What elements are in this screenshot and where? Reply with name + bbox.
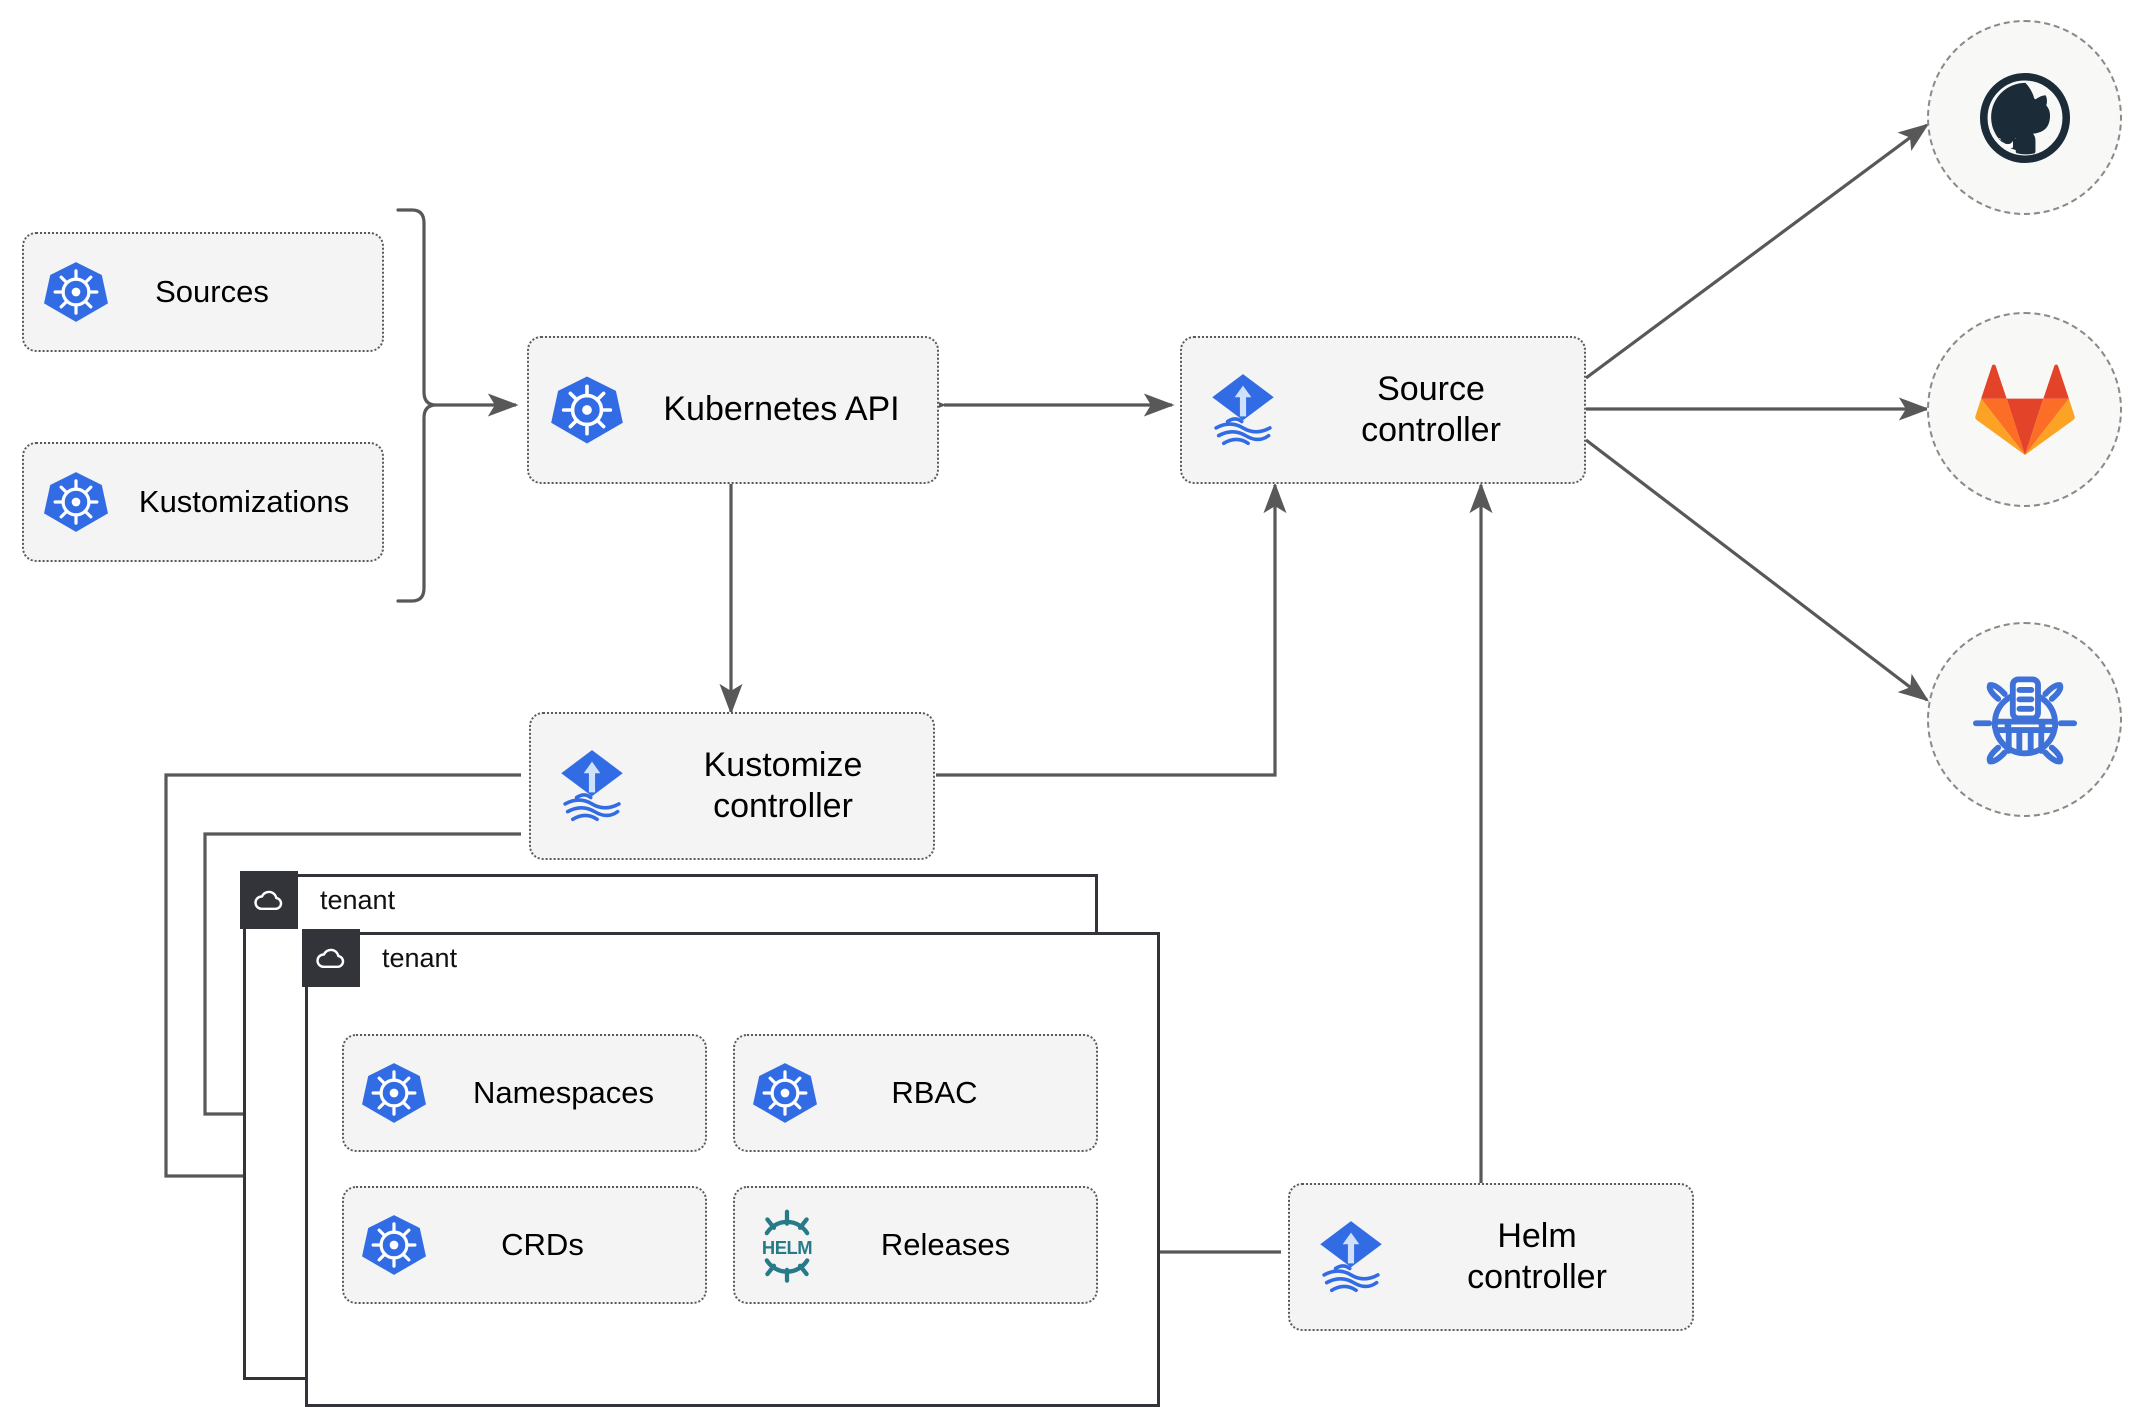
flux-icon	[1182, 369, 1304, 451]
flux-icon	[531, 745, 653, 827]
node-sources-label: Sources	[155, 274, 269, 310]
edge-kustomize-to-source-controller	[936, 482, 1287, 777]
tenant-container-front	[305, 932, 1160, 1407]
kubernetes-icon	[24, 469, 128, 535]
node-kustomize-controller-label: Kustomize controller	[703, 745, 863, 825]
node-namespaces-label: Namespaces	[473, 1075, 654, 1111]
node-kustomizations-label: Kustomizations	[138, 484, 350, 520]
brace-sources-group	[396, 208, 437, 603]
cloud-icon	[302, 929, 360, 987]
provider-gitlab[interactable]	[1927, 312, 2122, 507]
provider-bucket[interactable]	[1927, 622, 2122, 817]
kubernetes-icon	[735, 1060, 835, 1126]
tenant-back-label: tenant	[320, 884, 396, 915]
node-kubernetes-api[interactable]: Kubernetes API	[527, 336, 939, 484]
node-source-controller-label: Source controller	[1361, 369, 1501, 449]
node-helm-controller[interactable]: Helm controller	[1288, 1183, 1694, 1331]
node-kustomize-controller[interactable]: Kustomize controller	[529, 712, 935, 860]
node-rbac[interactable]: RBAC	[733, 1034, 1098, 1152]
cloud-icon	[240, 871, 298, 929]
kubernetes-icon	[529, 373, 644, 447]
node-rbac-label: RBAC	[891, 1075, 978, 1111]
node-releases[interactable]: HELM Releases	[733, 1186, 1098, 1304]
flux-icon	[1290, 1216, 1412, 1298]
node-source-controller[interactable]: Source controller	[1180, 336, 1586, 484]
tenant-front-header: tenant	[302, 929, 457, 987]
tenant-back-header: tenant	[240, 871, 395, 929]
edge-source-controller-to-bucket	[1585, 438, 1930, 702]
tenant-front-label: tenant	[382, 942, 458, 973]
node-kubernetes-api-label: Kubernetes API	[663, 390, 900, 429]
helm-icon: HELM	[735, 1207, 839, 1283]
kubernetes-icon	[24, 259, 128, 325]
node-sources[interactable]: Sources	[22, 232, 384, 352]
edge-kustomize-to-tenant-back	[164, 773, 521, 1188]
kubernetes-icon	[344, 1060, 444, 1126]
node-crds[interactable]: CRDs	[342, 1186, 707, 1304]
node-releases-label: Releases	[880, 1227, 1011, 1263]
github-icon	[1979, 72, 2070, 163]
svg-text:HELM: HELM	[762, 1237, 812, 1258]
node-helm-controller-label: Helm controller	[1467, 1216, 1607, 1296]
node-kustomizations[interactable]: Kustomizations	[22, 442, 384, 562]
edge-source-controller-to-github	[1585, 123, 1930, 380]
provider-github[interactable]	[1927, 20, 2122, 215]
gitlab-icon	[1974, 363, 2075, 455]
bucket-icon	[1972, 675, 2077, 764]
node-crds-label: CRDs	[501, 1227, 584, 1263]
node-namespaces[interactable]: Namespaces	[342, 1034, 707, 1152]
kubernetes-icon	[344, 1212, 444, 1278]
